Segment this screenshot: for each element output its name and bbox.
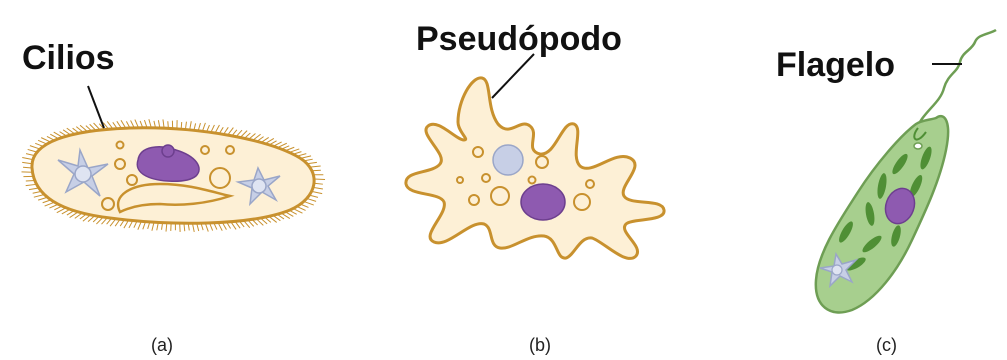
eyespot [914,143,922,149]
flagellum [915,30,996,132]
caption-c: (c) [876,335,897,355]
amoeba-nucleus [521,184,565,220]
cilium [26,184,37,185]
pseudopod-label: Pseudópodo [416,20,622,58]
cilium [34,194,44,197]
euglena-body [816,116,948,312]
cilium [314,179,325,180]
amoeba-contractile-vacuole [493,145,523,175]
pseudopod-pointer-line [492,54,534,98]
cilium [22,158,33,160]
amoeba-body [406,78,664,259]
micronucleus [162,145,174,157]
amoeba: Pseudópodo [406,20,664,258]
caption-a: (a) [151,335,173,355]
cilia-pointer-line [88,86,104,128]
caption-b: (b) [529,335,551,355]
paramecium: Cilios [22,39,326,232]
flagellum-label: Flagelo [776,46,895,84]
euglena: Flagelo [776,30,996,312]
cilia-label: Cilios [22,39,115,77]
